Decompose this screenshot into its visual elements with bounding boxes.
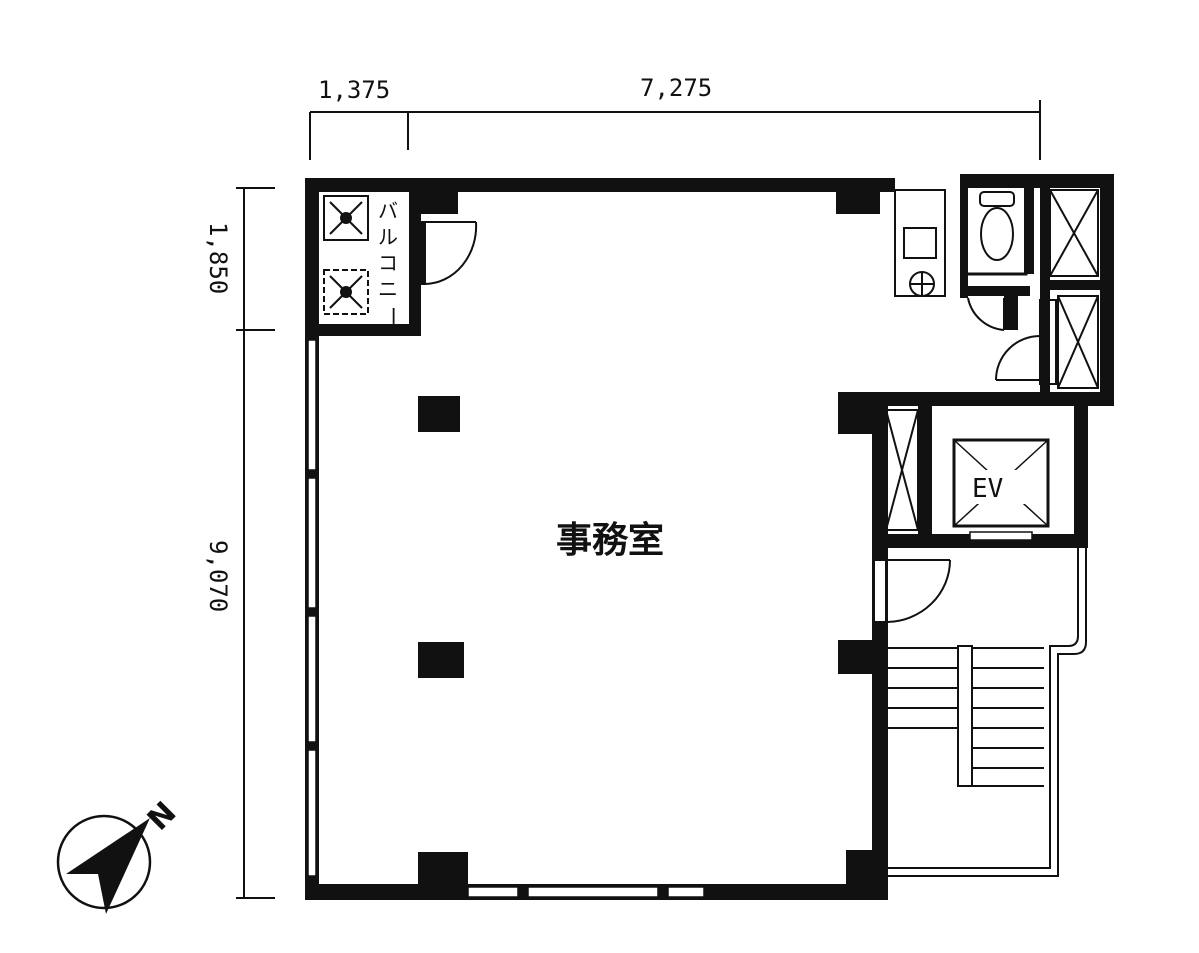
dimension-left — [236, 187, 275, 899]
balcony-char-3: コ — [378, 251, 398, 275]
balcony-char-1: バ — [378, 199, 398, 223]
balcony-label: バ ル コ ニ ー — [378, 199, 405, 326]
compass-north-label: N — [141, 795, 184, 838]
balcony-char-4: ニ — [378, 277, 398, 301]
service-area — [894, 175, 1028, 297]
dim-office-depth: 9,070 — [204, 540, 232, 612]
dim-balcony-width: 1,375 — [318, 76, 390, 104]
compass — [56, 814, 152, 914]
hall-door — [873, 559, 951, 623]
dimension-top — [309, 100, 1041, 160]
balcony — [323, 195, 369, 315]
elevator — [886, 404, 1088, 548]
balcony-char-2: ル — [378, 225, 398, 249]
balcony-door — [420, 221, 478, 285]
columns — [418, 190, 886, 888]
balcony-char-5: ー — [381, 306, 405, 326]
compass-arrow-icon — [66, 818, 150, 914]
office-room-label: 事務室 — [556, 520, 664, 561]
elevator-label: EV — [972, 474, 1003, 504]
windows — [307, 339, 705, 898]
staircase — [888, 548, 1087, 877]
service-walls — [960, 174, 1110, 404]
dim-office-width: 7,275 — [640, 74, 712, 102]
service-doors — [967, 297, 1057, 385]
dim-balcony-depth: 1,850 — [204, 222, 232, 294]
